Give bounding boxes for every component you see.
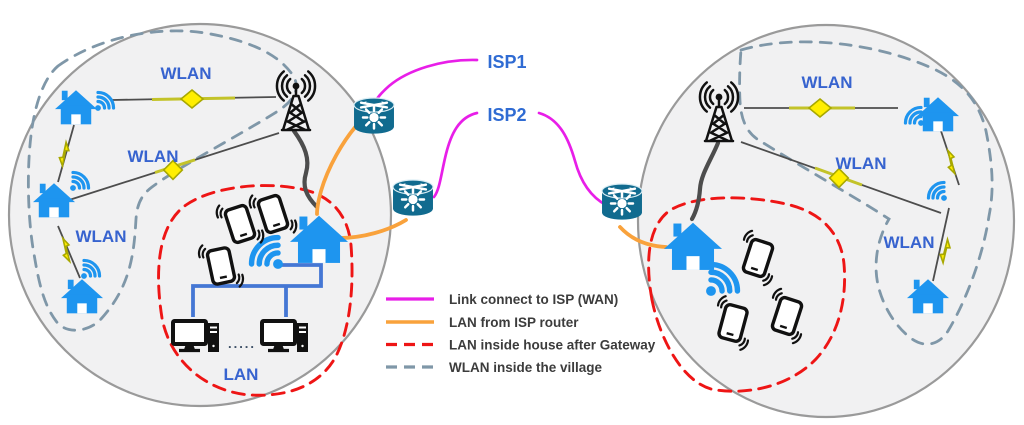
isp-router-2-icon bbox=[391, 178, 435, 217]
wan-link-isp1 bbox=[372, 58, 479, 106]
tower-feed-line-right bbox=[689, 140, 721, 222]
isp2-label: ISP2 bbox=[487, 105, 526, 125]
legend-item: LAN from ISP router bbox=[386, 315, 579, 330]
legend-item: LAN inside house after Gateway bbox=[386, 338, 656, 353]
isp-router-3-icon bbox=[600, 182, 644, 221]
wlan-label: WLAN bbox=[76, 227, 127, 246]
wlan-zone-right bbox=[738, 40, 994, 346]
legend: Link connect to ISP (WAN) LAN from ISP r… bbox=[386, 292, 656, 375]
wireless-link-line bbox=[932, 207, 950, 282]
lan-bus-line bbox=[191, 263, 323, 317]
wlan-label: WLAN bbox=[884, 233, 935, 252]
wlan-label: WLAN bbox=[836, 154, 887, 173]
lan-from-router-link bbox=[338, 218, 408, 240]
isp-router-1-icon bbox=[352, 96, 396, 135]
legend-item: Link connect to ISP (WAN) bbox=[386, 292, 618, 307]
wlan-zone-left bbox=[26, 29, 298, 332]
wireless-link-line bbox=[57, 124, 75, 183]
wlan-label: WLAN bbox=[128, 147, 179, 166]
wireless-link-line bbox=[57, 225, 81, 279]
legend-item-label: WLAN inside the village bbox=[449, 360, 603, 375]
isp1-label: ISP1 bbox=[487, 52, 526, 72]
legend-item-label: Link connect to ISP (WAN) bbox=[449, 292, 618, 307]
legend-item-label: LAN inside house after Gateway bbox=[449, 338, 656, 353]
legend-item: WLAN inside the village bbox=[386, 360, 603, 375]
lan-from-router-link bbox=[618, 225, 668, 249]
wan-link-isp2-right bbox=[537, 111, 608, 207]
legend-item-label: LAN from ISP router bbox=[449, 315, 579, 330]
lan-label: LAN bbox=[224, 365, 259, 384]
wlan-label: WLAN bbox=[802, 73, 853, 92]
wan-link-isp2-left bbox=[432, 111, 479, 199]
computer-ellipsis: ..... bbox=[228, 336, 256, 351]
lan-zone-left bbox=[157, 184, 354, 397]
tower-feed-line-left bbox=[291, 128, 320, 210]
wlan-label: WLAN bbox=[161, 64, 212, 83]
lan-zone-right bbox=[647, 196, 846, 393]
village-left-boundary bbox=[7, 22, 393, 408]
lan-from-router-link bbox=[315, 123, 359, 216]
